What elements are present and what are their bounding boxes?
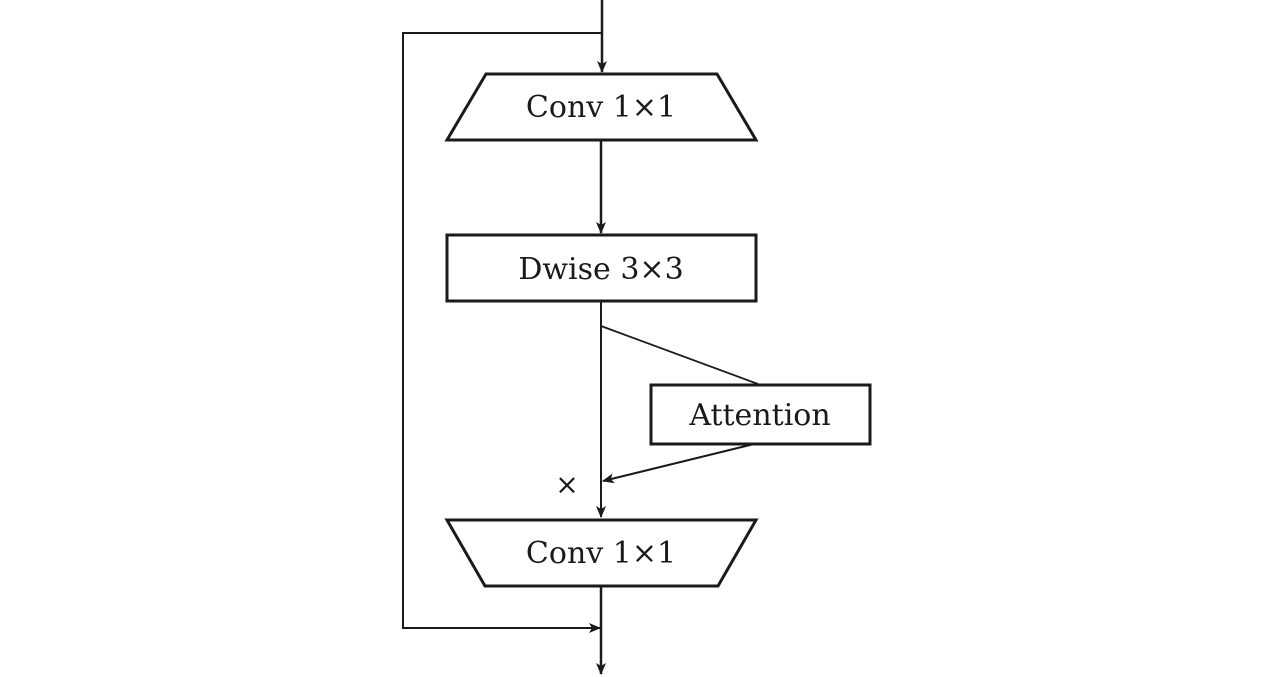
multiply-operator: ×: [555, 468, 578, 501]
conv-project-shape: [444, 518, 759, 588]
conv-expand-label: Conv 1×1: [526, 90, 676, 125]
conv-project-label: Conv 1×1: [526, 536, 676, 571]
attention-node: Attention: [649, 383, 872, 446]
attention-shape: [649, 383, 872, 446]
residual-edge: [402, 32, 602, 633]
dwise-to-attention-edge: [600, 325, 759, 385]
conv-expand-node: Conv 1×1: [444, 72, 759, 142]
conv-project-node: Conv 1×1: [444, 518, 759, 588]
dwise-node: Dwise 3×3: [445, 233, 758, 303]
attention-label: Attention: [688, 398, 830, 433]
dwise-label: Dwise 3×3: [518, 252, 683, 287]
conv-expand-shape: [444, 72, 759, 142]
attention-to-multiply-edge: [602, 443, 755, 484]
